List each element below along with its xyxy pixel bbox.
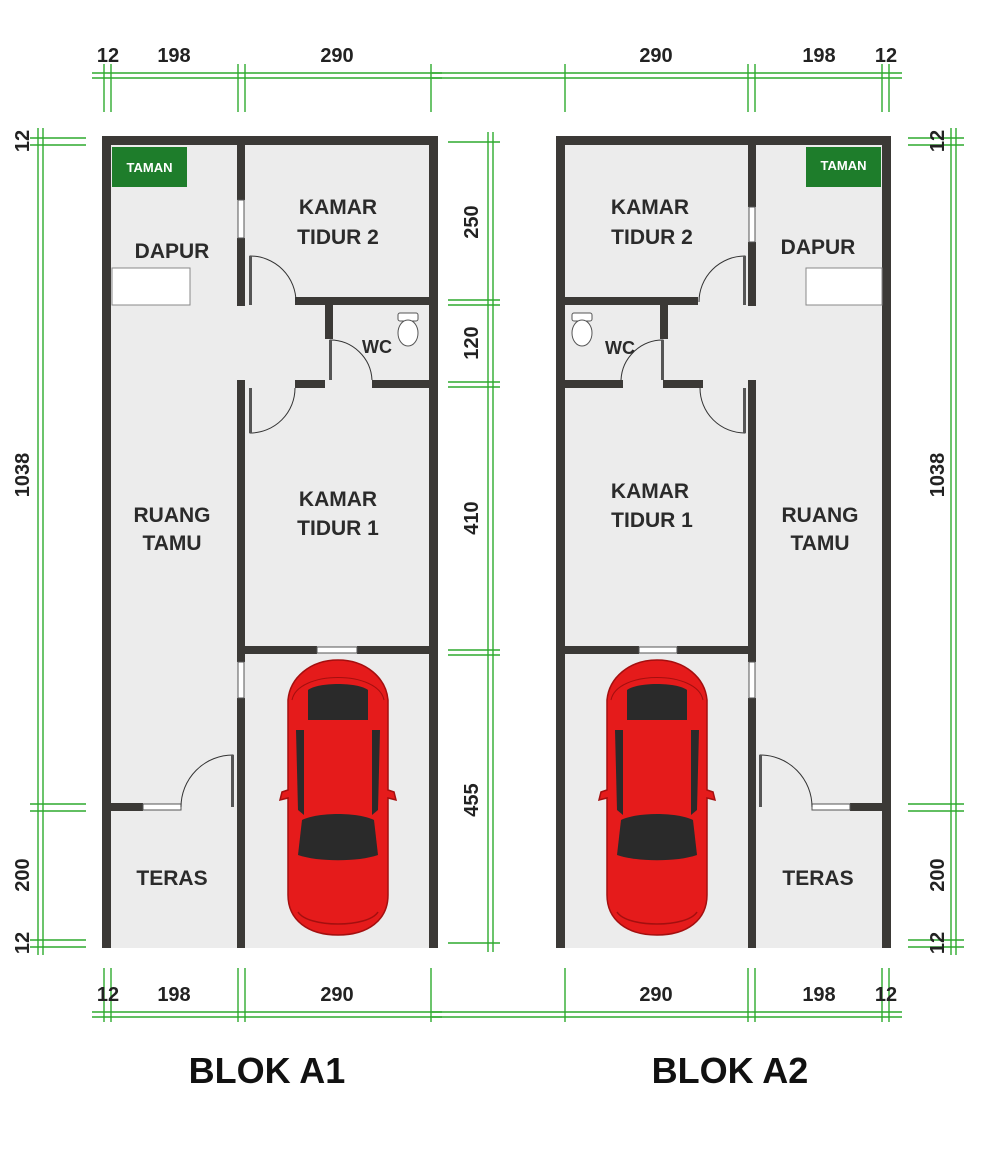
kitchen-counter: [111, 267, 191, 306]
dim-bottom-2: 198: [802, 984, 835, 1006]
label-wc: WC: [362, 337, 392, 357]
label-ruang-line1: RUANG: [782, 504, 859, 527]
wall-teras-top: [111, 803, 143, 811]
wall-right: [429, 136, 438, 948]
wall-mid-1: [237, 145, 245, 200]
wall-teras-top: [850, 803, 882, 811]
label-wc: WC: [605, 338, 635, 358]
wall-right: [882, 136, 891, 948]
car-icon: [279, 659, 397, 936]
wall-mid-3: [237, 380, 245, 662]
dim-right-4: 12: [927, 932, 949, 954]
block-title: BLOK A2: [652, 1050, 809, 1091]
wall-kamar1-bottom-a: [565, 646, 639, 654]
label-kamar1-line1: KAMAR: [611, 480, 689, 503]
label-dapur: DAPUR: [135, 240, 210, 263]
dim-right-3: 200: [927, 858, 949, 891]
label-teras: TERAS: [136, 867, 207, 890]
toilet-icon: [397, 312, 419, 347]
dim-bottom-1: 290: [639, 984, 672, 1006]
dim-inner-1: 250: [461, 205, 483, 238]
label-kamar1-line2: TIDUR 1: [611, 509, 693, 532]
label-kamar2-line1: KAMAR: [299, 196, 377, 219]
block-a1: TAMAN DAPUR KAMAR TIDUR 2 WC RUANG TAMU …: [12, 45, 500, 1091]
label-kamar2-line2: TIDUR 2: [297, 226, 379, 249]
label-kamar2-line1: KAMAR: [611, 196, 689, 219]
dim-left-1: 12: [12, 130, 34, 152]
dim-top-2: 198: [802, 45, 835, 67]
label-kamar2-line2: TIDUR 2: [611, 226, 693, 249]
dim-top-2: 198: [157, 45, 190, 67]
dim-left-3: 200: [12, 858, 34, 891]
dim-bottom-2: 198: [157, 984, 190, 1006]
wall-top: [102, 136, 438, 145]
wall-wc-bottom: [565, 380, 623, 388]
wall-mid-1: [748, 145, 756, 207]
label-teras: TERAS: [782, 867, 853, 890]
kitchen-counter: [805, 267, 883, 306]
wall-wc-bottom: [372, 380, 430, 388]
dim-inner-3: 410: [461, 501, 483, 534]
wall-left: [556, 136, 565, 948]
block-title: BLOK A1: [189, 1050, 346, 1091]
block-a2: TAMAN DAPUR KAMAR TIDUR 2 WC RUANG TAMU …: [432, 45, 964, 1091]
label-dapur: DAPUR: [781, 236, 856, 259]
wall-kamar1-top: [663, 380, 703, 388]
wall-kamar1-bottom-b: [357, 646, 430, 654]
label-kamar1-line1: KAMAR: [299, 488, 377, 511]
dim-bottom-1: 12: [97, 984, 119, 1006]
dim-top-1: 290: [639, 45, 672, 67]
wall-mid-2: [748, 242, 756, 306]
label-ruang-line2: TAMU: [142, 532, 201, 555]
wall-mid-2: [237, 238, 245, 306]
dim-bottom-3: 290: [320, 984, 353, 1006]
taman-label: TAMAN: [821, 158, 867, 173]
wall-wc-left: [325, 297, 333, 339]
dim-top-3: 290: [320, 45, 353, 67]
dim-left-2: 1038: [12, 453, 34, 498]
dim-right-1: 12: [927, 130, 949, 152]
wall-mid-3: [748, 380, 756, 662]
wall-kamar2-bottom: [565, 297, 698, 305]
wall-wc-right: [660, 297, 668, 339]
wall-top: [556, 136, 891, 145]
car-icon: [598, 659, 716, 936]
dim-right-2: 1038: [927, 453, 949, 498]
wall-kamar1-bottom-b: [677, 646, 748, 654]
wall-kamar1-top: [295, 380, 325, 388]
taman-box: [806, 147, 881, 187]
dim-inner-2: 120: [461, 326, 483, 359]
taman-label: TAMAN: [127, 160, 173, 175]
label-kamar1-line2: TIDUR 1: [297, 517, 379, 540]
dim-top-1: 12: [97, 45, 119, 67]
dim-top-3: 12: [875, 45, 897, 67]
wall-kamar1-bottom-a: [245, 646, 317, 654]
dim-inner-4: 455: [461, 783, 483, 816]
taman-box: [112, 147, 187, 187]
wall-kamar2-bottom: [295, 297, 430, 305]
dim-left-4: 12: [12, 932, 34, 954]
dim-bottom-3: 12: [875, 984, 897, 1006]
toilet-icon: [571, 312, 593, 347]
wall-left: [102, 136, 111, 948]
label-ruang-line2: TAMU: [790, 532, 849, 555]
wall-mid-4: [237, 698, 245, 948]
wall-mid-4: [748, 698, 756, 948]
label-ruang-line1: RUANG: [134, 504, 211, 527]
